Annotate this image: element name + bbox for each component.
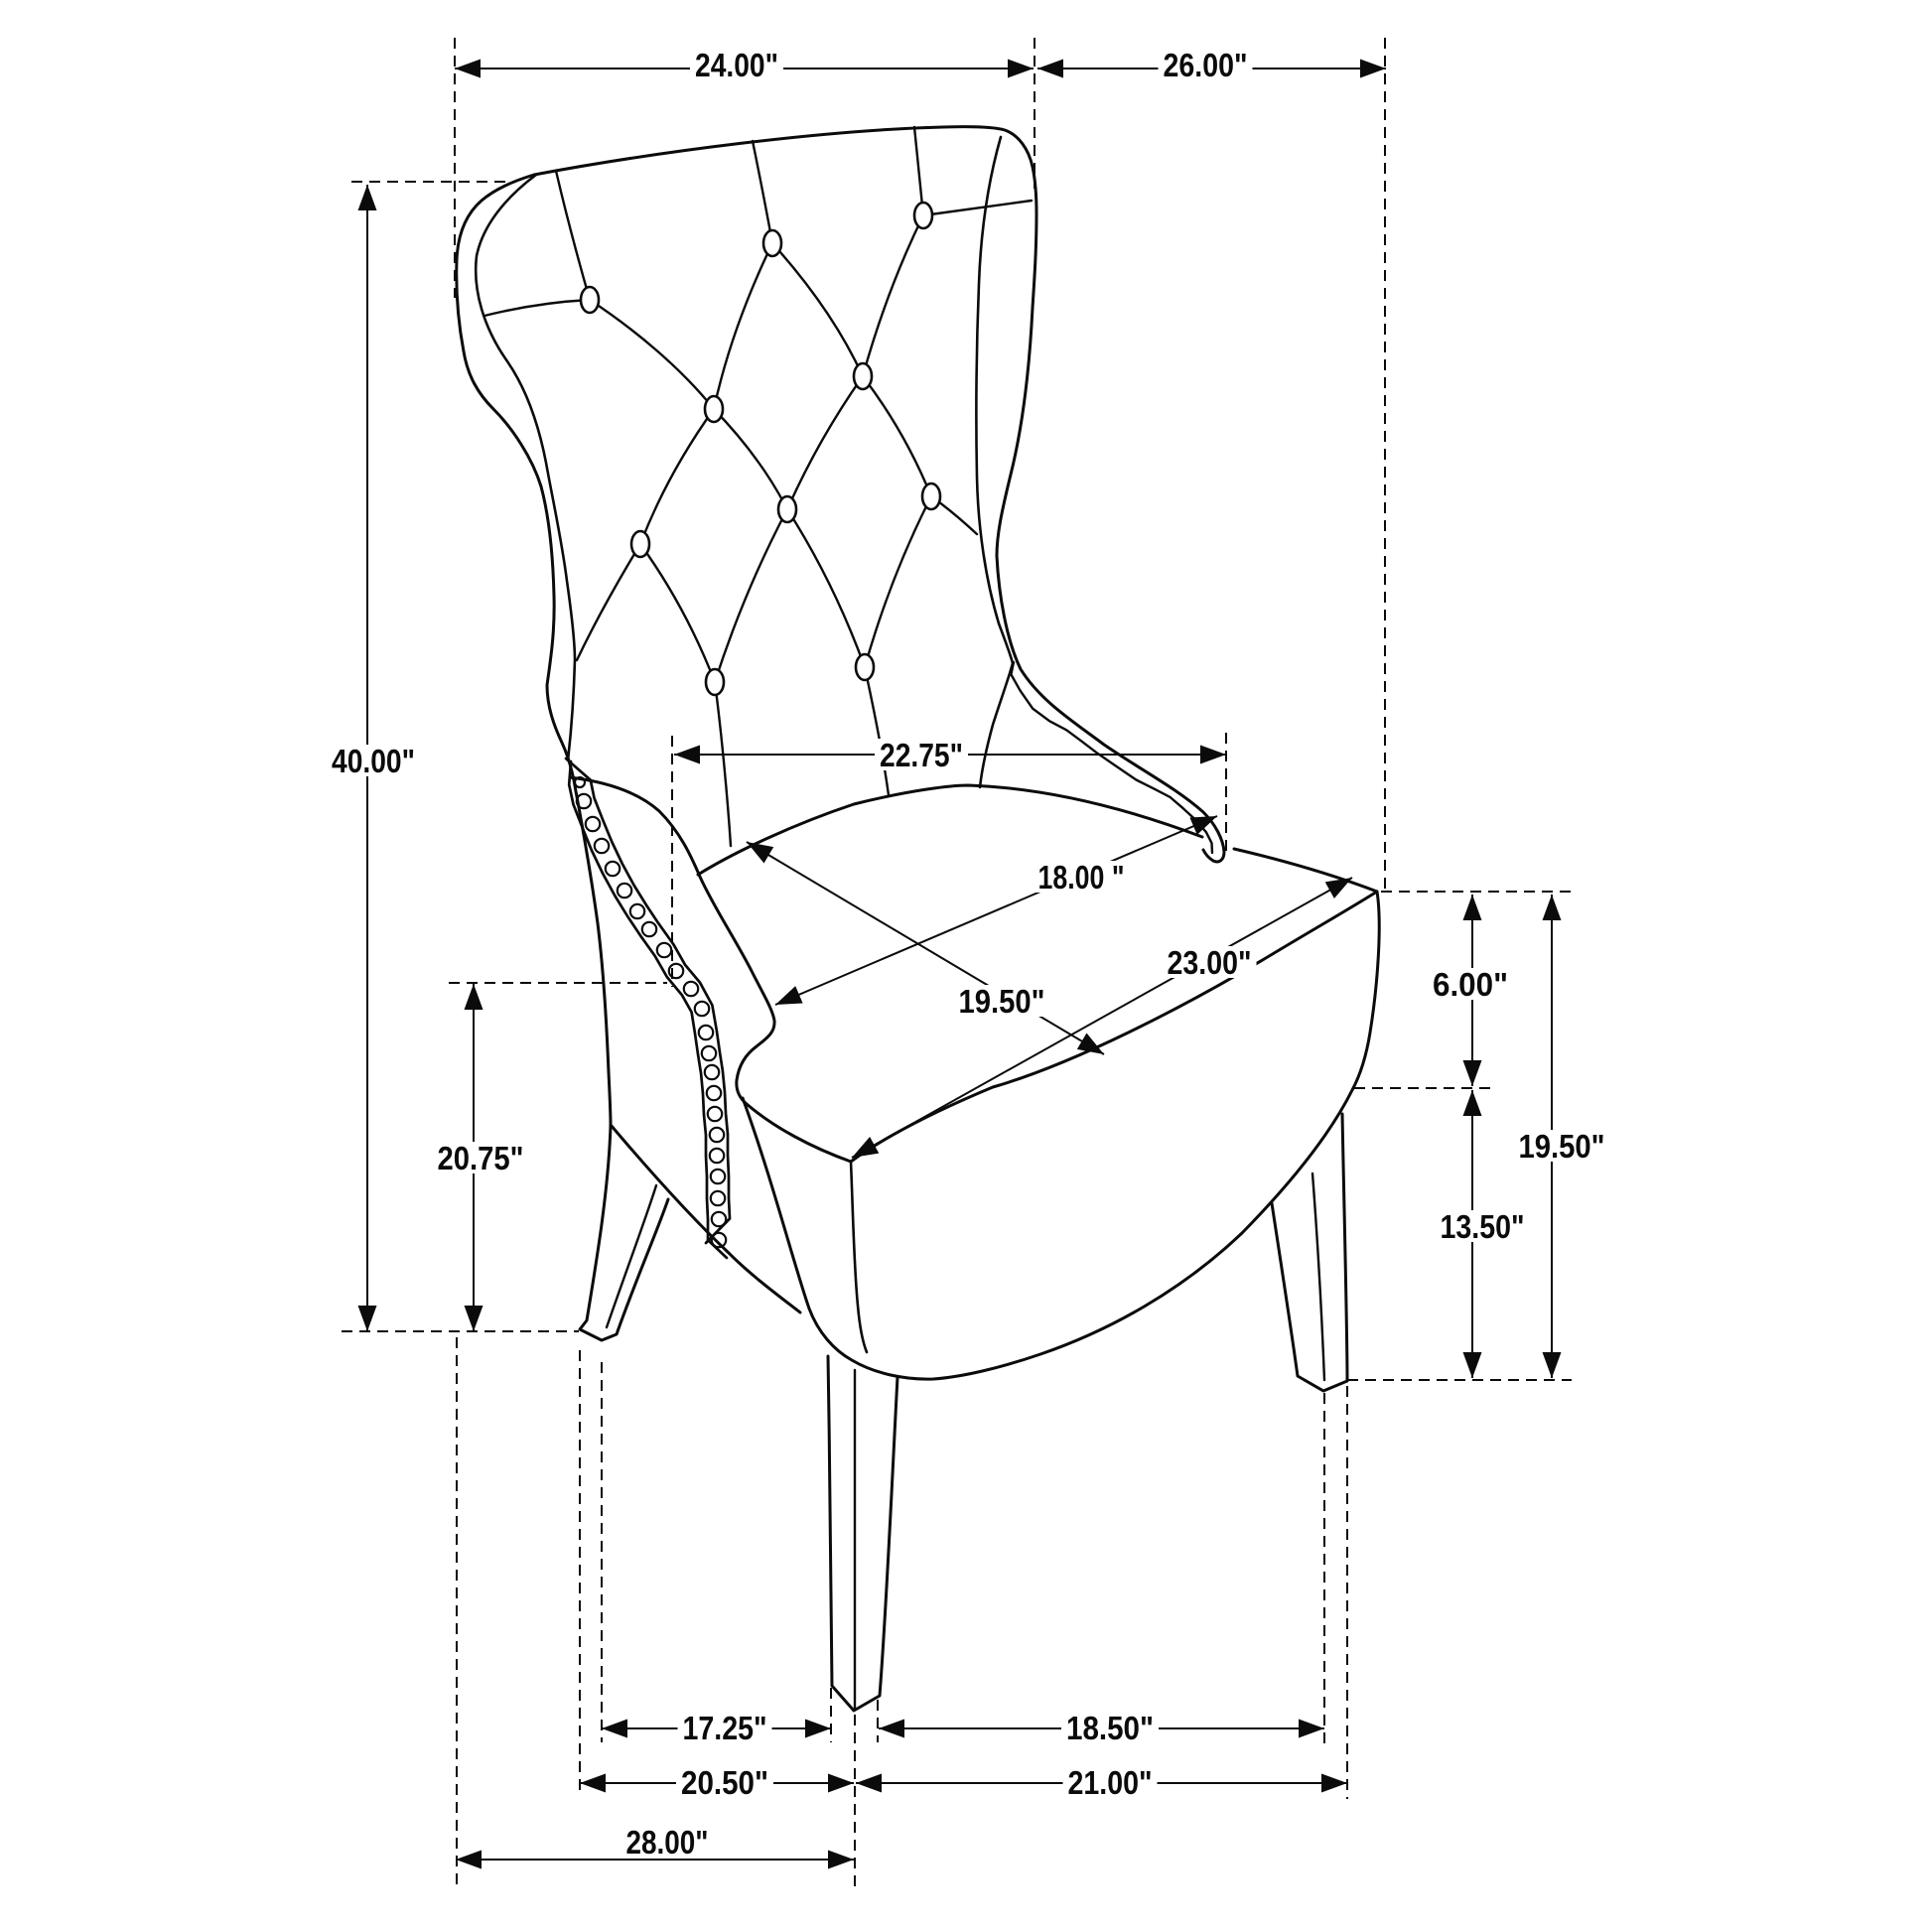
svg-text:6.00": 6.00" [1433,966,1508,1003]
svg-text:18.50": 18.50" [1066,1710,1154,1746]
svg-text:19.50": 19.50" [959,983,1045,1020]
svg-text:24.00": 24.00" [695,47,778,83]
svg-text:19.50": 19.50" [1519,1128,1605,1165]
svg-text:23.00": 23.00" [1168,944,1252,981]
svg-text:28.00": 28.00" [626,1824,709,1861]
svg-text:20.75": 20.75" [438,1140,524,1176]
svg-text:40.00": 40.00" [332,743,415,779]
svg-text:17.25": 17.25" [683,1710,767,1746]
svg-text:13.50": 13.50" [1441,1208,1525,1245]
svg-text:26.00": 26.00" [1164,47,1248,83]
svg-text:21.00": 21.00" [1068,1764,1153,1801]
svg-text:22.75": 22.75" [880,737,963,773]
svg-text:20.50": 20.50" [681,1764,768,1801]
svg-text:18.00 ": 18.00 " [1038,859,1125,896]
